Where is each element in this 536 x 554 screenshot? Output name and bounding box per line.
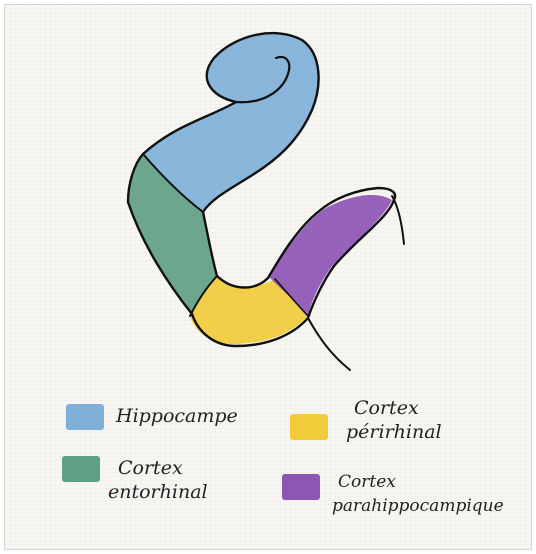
legend-label-parahippocampique: Cortex parahippocampique: [332, 470, 504, 518]
outline-tail-bottom: [308, 318, 350, 370]
legend-label-hippocampe: Hippocampe: [116, 404, 238, 428]
legend-label-entorhinal: Cortex entorhinal: [108, 456, 208, 504]
legend-swatch-perirhinal: [290, 414, 328, 440]
legend-swatch-hippocampe: [66, 404, 104, 430]
legend-label-perirhinal: Cortex périrhinal: [346, 396, 442, 444]
legend-swatch-entorhinal: [62, 456, 100, 482]
legend-swatch-parahippocampique: [282, 474, 320, 500]
